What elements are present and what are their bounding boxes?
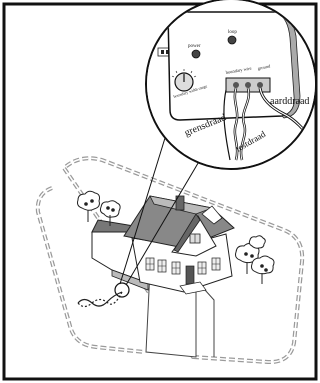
power-led	[192, 50, 200, 58]
power-led-label: power	[188, 44, 201, 49]
loop-led	[228, 36, 236, 44]
ground-wire-label: aarddraad	[270, 96, 309, 107]
loop-led-label: loop	[228, 30, 237, 35]
